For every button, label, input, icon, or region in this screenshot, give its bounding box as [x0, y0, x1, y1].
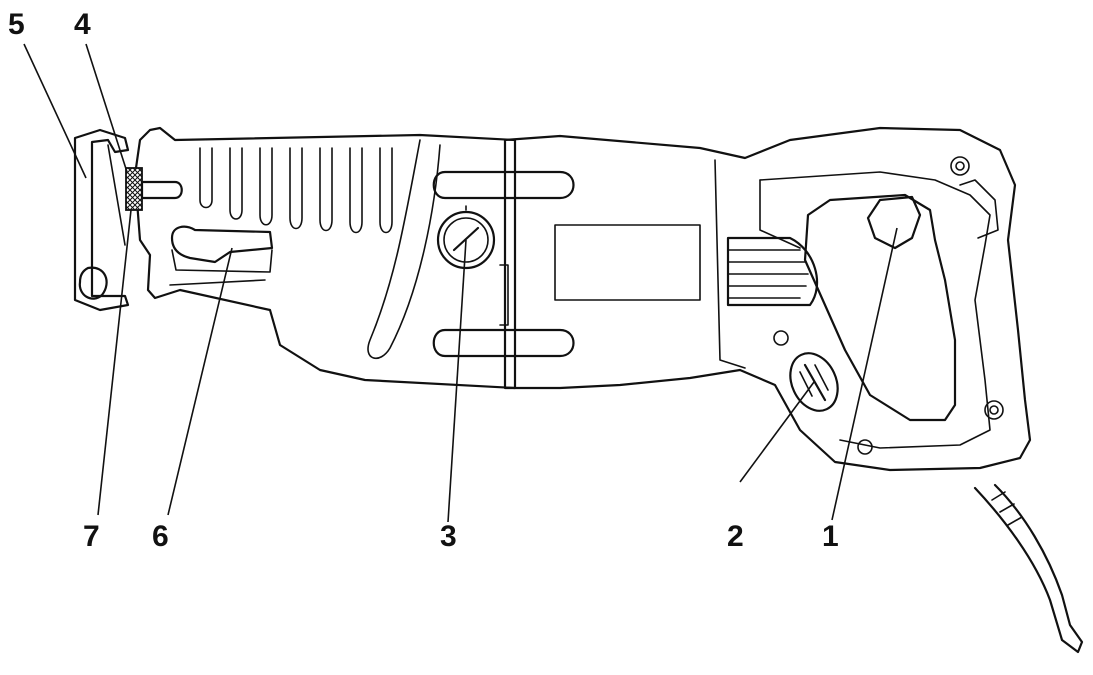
mode-dial: [436, 205, 496, 270]
shoe: [73, 128, 130, 312]
callout-label-4: 4: [74, 8, 91, 41]
callout-label-6: 6: [152, 520, 169, 553]
trigger-switch: [866, 195, 922, 250]
blade-holder: [125, 167, 183, 211]
speed-dial: [789, 352, 839, 412]
callout-label-1: 1: [822, 520, 839, 553]
shoe-lever: [170, 225, 274, 273]
callout-label-3: 3: [440, 520, 457, 553]
tool-body: [503, 126, 1032, 472]
callout-label-2: 2: [727, 520, 744, 553]
body-slots: [432, 170, 575, 358]
vent-slots: [726, 236, 819, 307]
power-cord: [973, 483, 1084, 654]
callout-label-7: 7: [83, 520, 100, 553]
callout-label-5: 5: [8, 8, 25, 41]
gear-housing: [133, 126, 517, 390]
leader-lines: [23, 43, 898, 523]
